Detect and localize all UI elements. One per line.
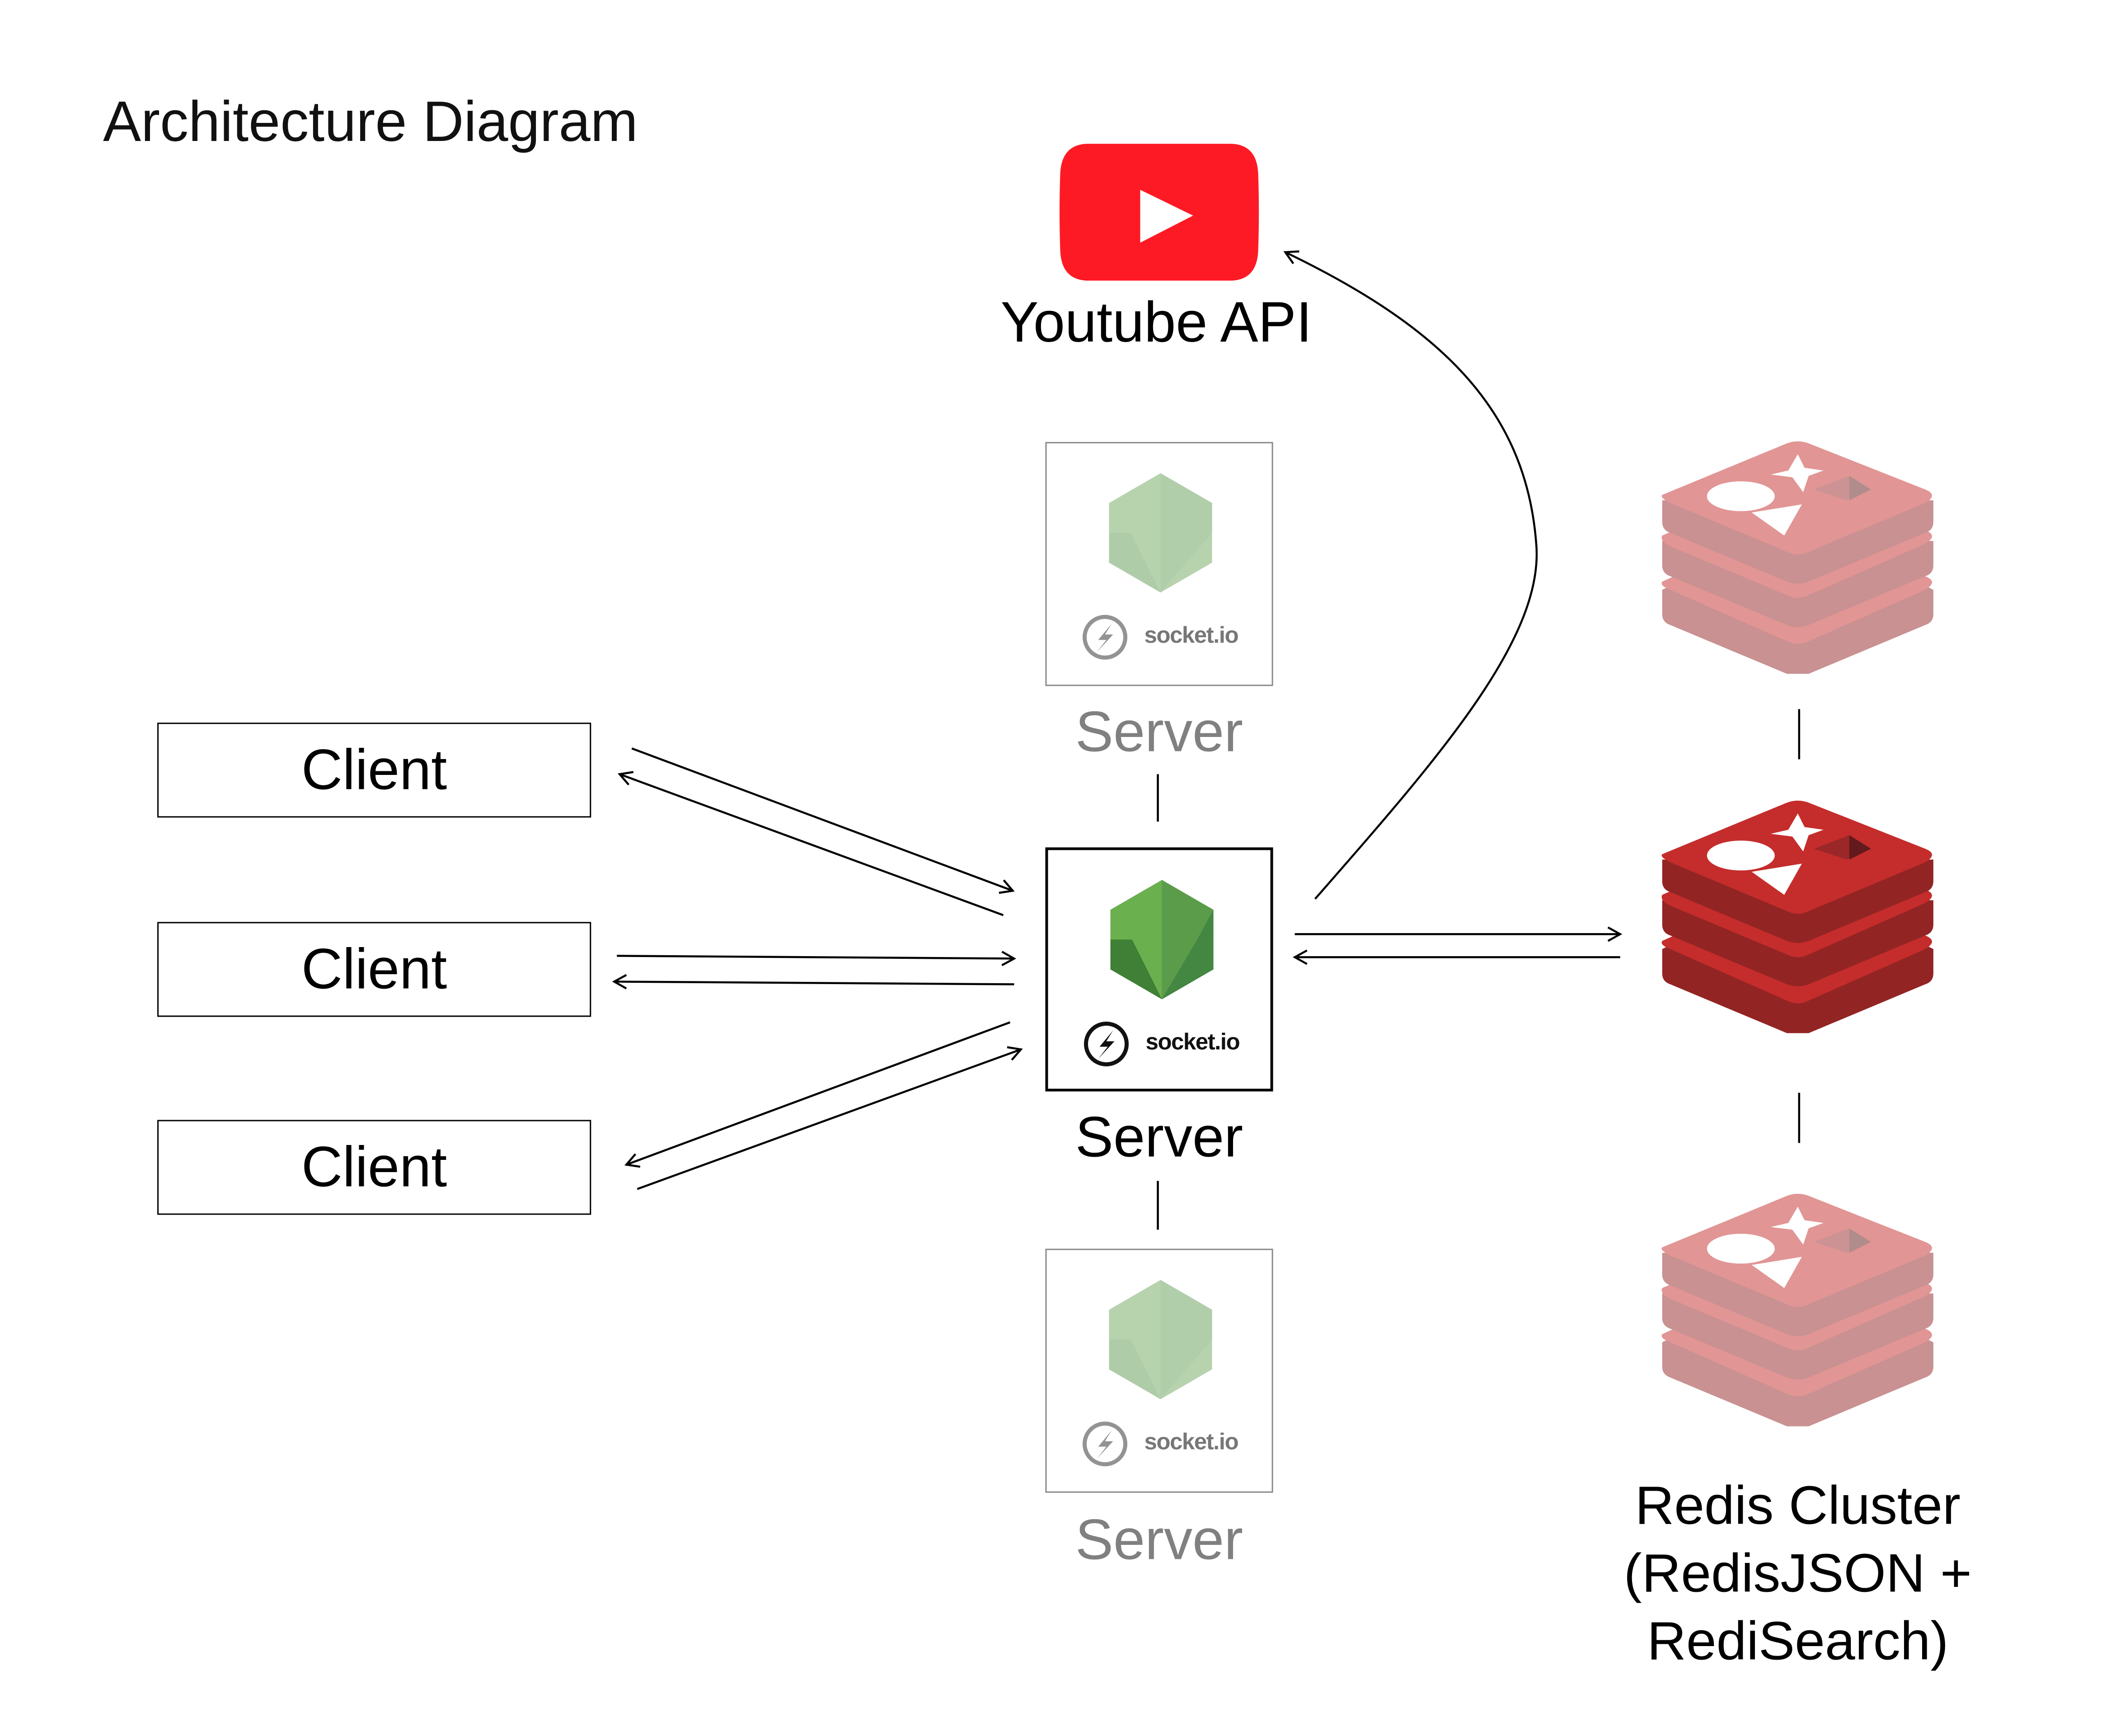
redis-stack-icon xyxy=(1661,800,1933,1035)
server-node-main: socket.io xyxy=(1045,847,1273,1092)
redis-label-line: Redis Cluster xyxy=(1635,1476,1961,1536)
arrow-server-to-client3 xyxy=(624,1021,1011,1168)
nodejs-hexagon-icon xyxy=(1109,473,1212,593)
youtube-logo xyxy=(1059,144,1259,281)
page-title: Architecture Diagram xyxy=(103,89,638,154)
redis-node-main xyxy=(1660,800,1936,1035)
redis-stack-icon xyxy=(1661,441,1933,676)
client-label: Client xyxy=(301,1135,447,1199)
arrow-client1-to-server xyxy=(631,747,1015,894)
redis-label-line: RediSearch) xyxy=(1647,1612,1949,1672)
client-box: Client xyxy=(157,723,591,818)
server-node-top: socket.io xyxy=(1045,442,1273,686)
nodejs-hexagon-icon xyxy=(1109,1280,1212,1399)
redis-node-bottom xyxy=(1660,1193,1936,1429)
socketio-logo-icon xyxy=(1082,1422,1127,1467)
client-box: Client xyxy=(157,922,591,1017)
nodejs-hexagon-icon xyxy=(1110,880,1214,999)
socketio-logo-icon xyxy=(1084,1021,1129,1066)
client-box: Client xyxy=(157,1120,591,1215)
socketio-logo-icon xyxy=(1082,615,1127,660)
youtube-api-label: Youtube API xyxy=(1000,290,1312,354)
redis-cluster-label: Redis Cluster (RedisJSON + RediSearch) xyxy=(1595,1473,2001,1676)
arrow-client2-to-server xyxy=(617,951,1017,967)
arrow-server-to-youtube xyxy=(1283,250,1538,900)
server-node-bottom: socket.io xyxy=(1045,1248,1273,1493)
client-label: Client xyxy=(301,937,447,1001)
socketio-text: socket.io xyxy=(1144,622,1239,648)
redis-stack-icon xyxy=(1661,1194,1933,1429)
arrow-server-to-client1 xyxy=(617,771,1004,916)
client-label: Client xyxy=(301,737,447,802)
redis-label-line: (RedisJSON + xyxy=(1623,1544,1972,1604)
socketio-text: socket.io xyxy=(1144,1429,1239,1455)
arrow-server-to-client2 xyxy=(612,974,1014,990)
arrow-client3-to-server xyxy=(637,1046,1023,1190)
youtube-play-icon xyxy=(1059,144,1259,281)
server-label-main: Server xyxy=(1075,1105,1243,1169)
server-label-bottom: Server xyxy=(1075,1507,1243,1572)
redis-node-top xyxy=(1660,441,1936,676)
socketio-text: socket.io xyxy=(1145,1029,1240,1055)
server-label-top: Server xyxy=(1075,699,1243,764)
